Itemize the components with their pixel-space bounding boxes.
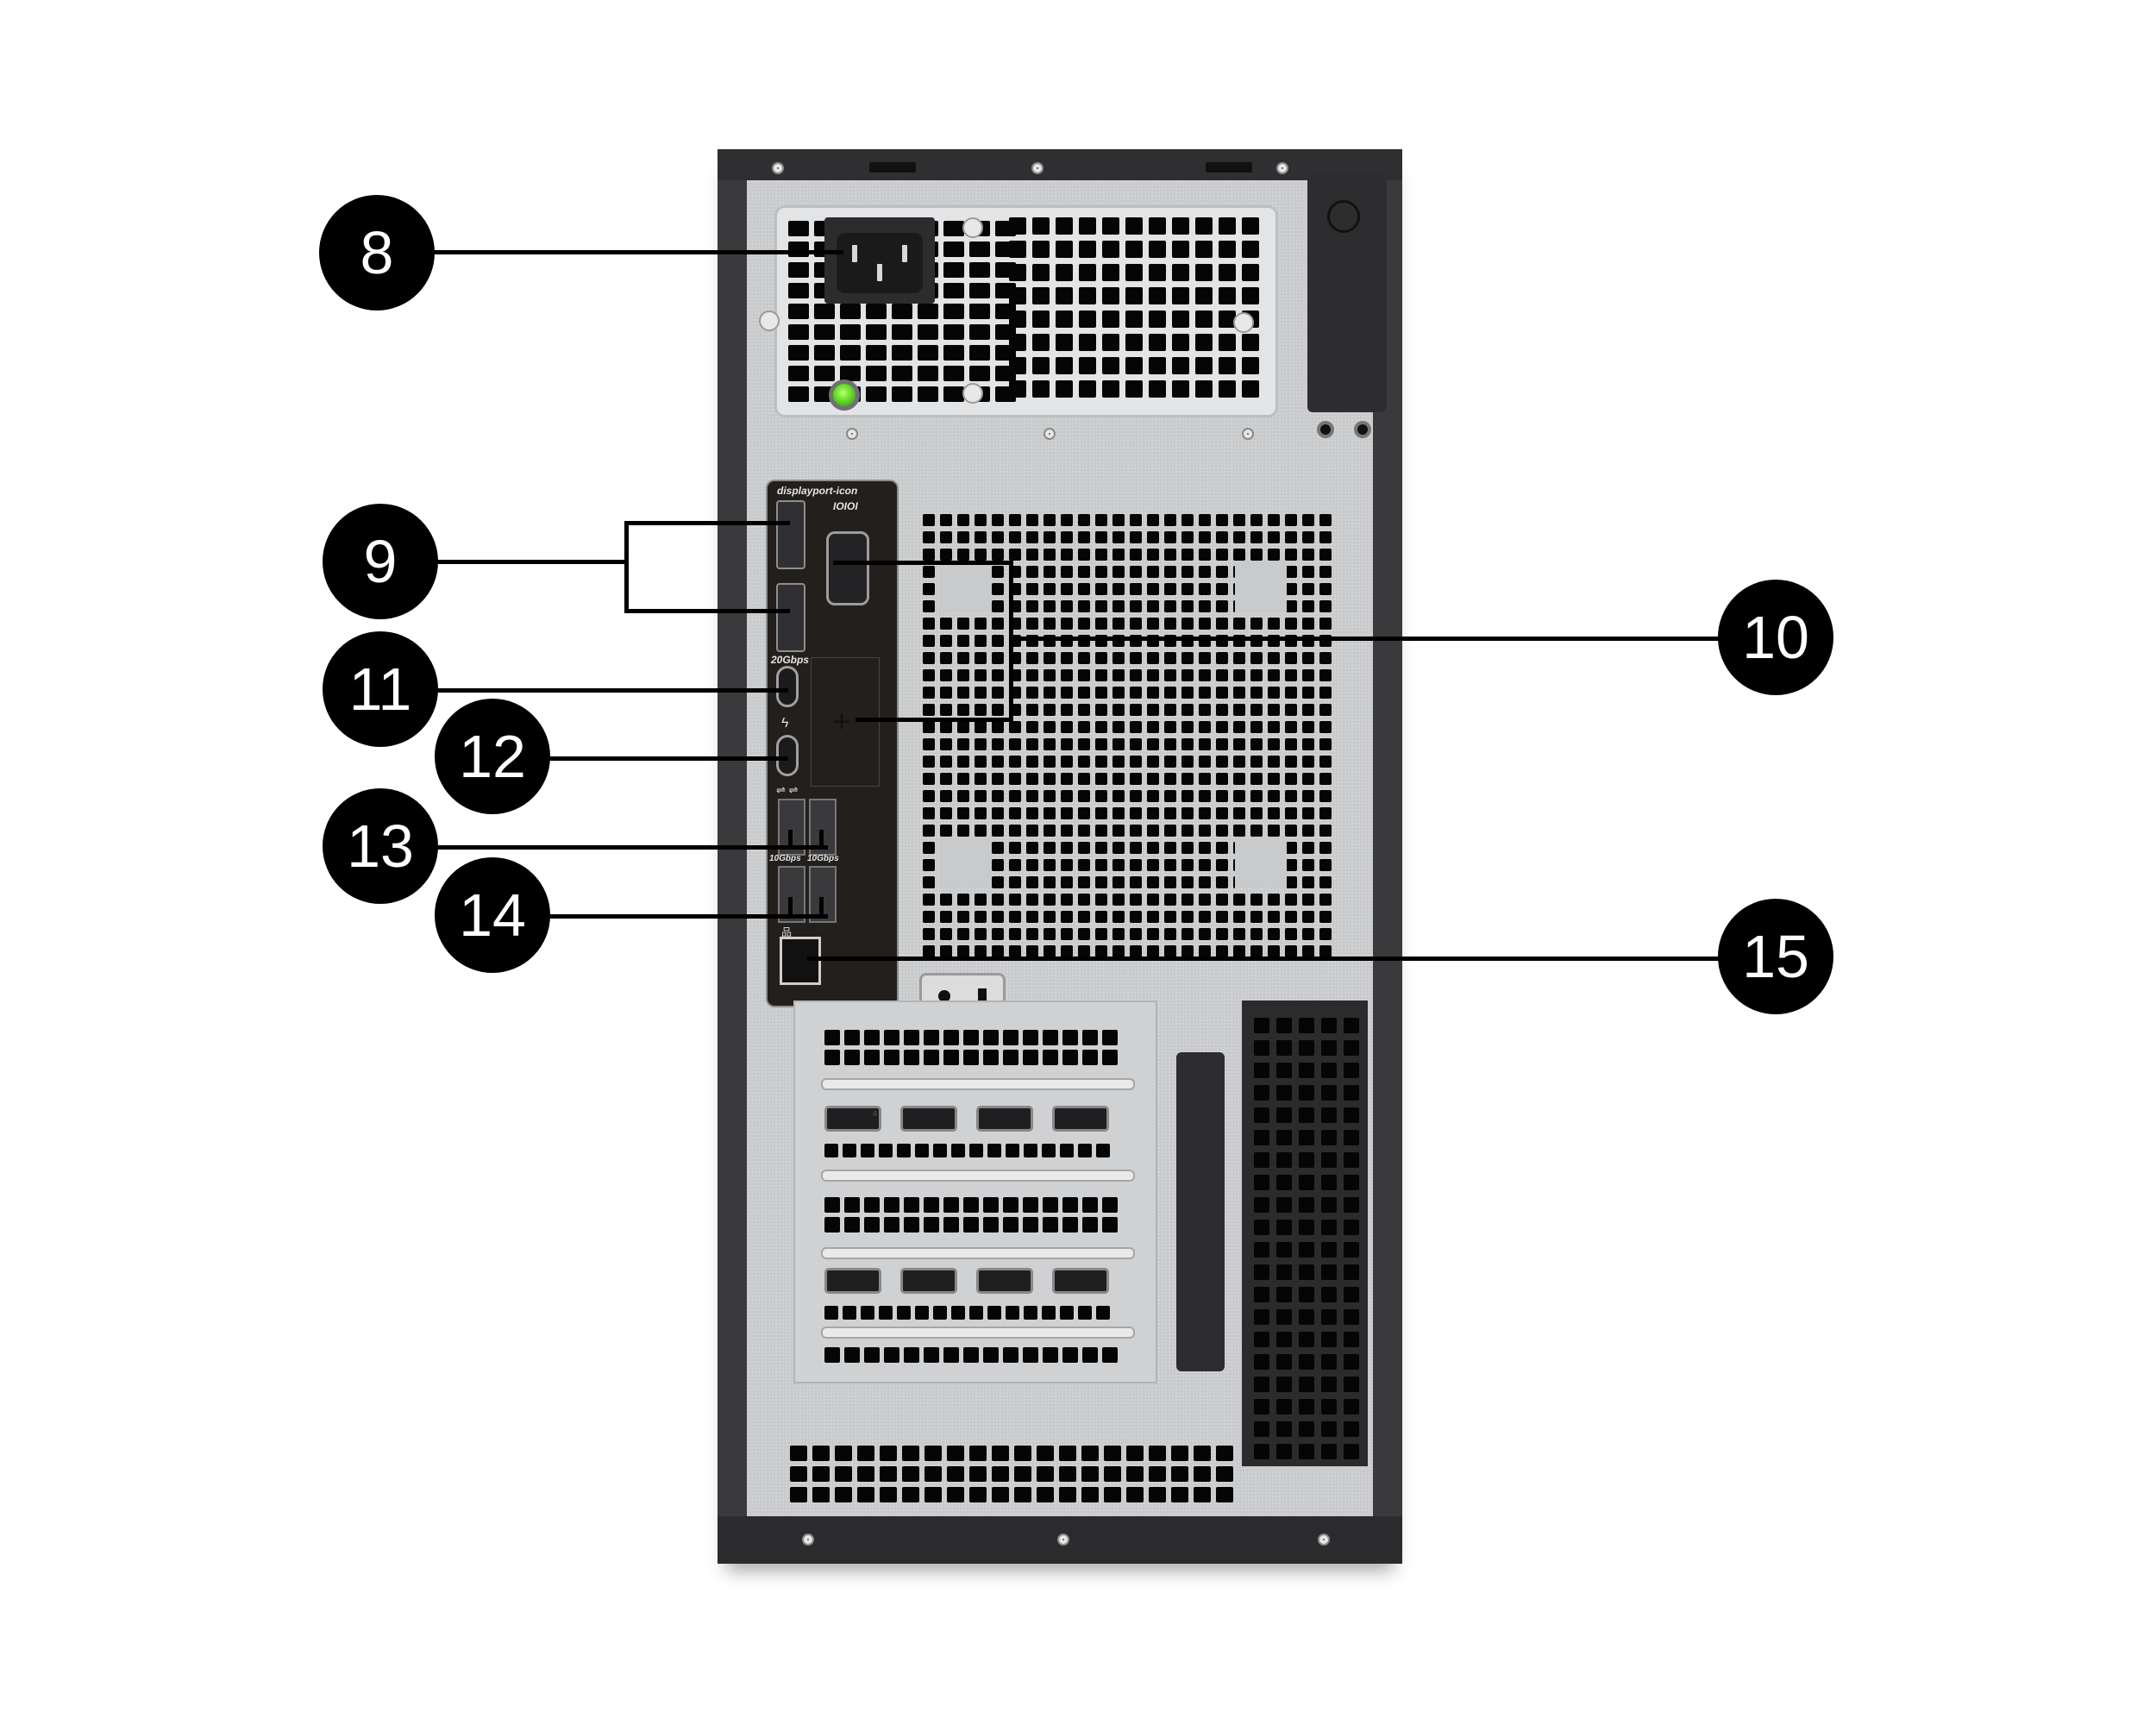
psu-screw-icon — [962, 217, 983, 238]
callout-line-9 — [431, 560, 626, 564]
screw-icon — [1318, 1534, 1330, 1546]
fan-mount-pad — [1235, 837, 1287, 888]
callout-line-10 — [1009, 637, 1730, 641]
network-icon: 品 — [781, 926, 793, 938]
gpu-displayport-2[interactable] — [976, 1106, 1033, 1132]
gpu-port-number: 4 — [873, 1109, 878, 1118]
callout-line-11 — [431, 688, 788, 693]
gpu-displayport-3[interactable] — [900, 1106, 957, 1132]
slot-divider — [821, 1247, 1135, 1259]
callout-line-8 — [431, 250, 843, 254]
slot-vent — [824, 1030, 1118, 1065]
side-panel-handle[interactable] — [1176, 1052, 1225, 1371]
screw-icon — [1242, 428, 1254, 440]
callout-line-13 — [431, 845, 828, 850]
psu-screw-icon — [759, 310, 780, 331]
power-pin — [902, 245, 907, 262]
audio-slot — [978, 988, 987, 1004]
usb-icon: ⇌ ⇌ — [776, 783, 799, 796]
gpu-displayport-4[interactable] — [824, 1106, 881, 1132]
expansion-slots: 4 — [793, 1000, 1157, 1383]
slot-divider — [821, 1170, 1135, 1182]
usbc-speed-label: 20Gbps — [771, 654, 810, 666]
gpu-displayport-row-1 — [824, 1106, 1109, 1132]
callout-tick-13 — [788, 830, 793, 847]
lock-screw-icon — [1327, 200, 1360, 233]
top-bevel — [718, 149, 1402, 180]
usba-speed-label-left: 10Gbps — [769, 854, 801, 863]
callout-line-10b — [856, 718, 1011, 722]
fan-mount-pad — [940, 561, 992, 612]
psu-screw-icon — [962, 383, 983, 404]
screw-icon — [1044, 428, 1056, 440]
callout-line-12 — [543, 756, 788, 761]
callout-badge-12: 12 — [435, 699, 550, 814]
power-pin — [852, 245, 857, 262]
callout-line-15 — [807, 957, 1730, 961]
slot-vent — [824, 1347, 1118, 1363]
callout-badge-10: 10 — [1718, 580, 1833, 695]
power-pin-ground — [877, 264, 882, 281]
optional-port-blank-plate — [811, 657, 880, 787]
gpu-displayport-4[interactable] — [824, 1268, 881, 1294]
callout-badge-9: 9 — [323, 504, 438, 619]
slot-vent — [824, 1197, 1118, 1233]
callout-tick-14 — [819, 897, 824, 916]
psu-screw-icon — [1233, 312, 1254, 333]
slot-vent — [824, 1144, 1110, 1157]
side-vent — [1242, 1000, 1368, 1466]
screw-icon — [1276, 162, 1288, 174]
usba-speed-label-right: 10Gbps — [807, 854, 839, 863]
callout-line-9a — [624, 521, 790, 525]
serial-label: IOIOI — [833, 500, 858, 512]
gpu-displayport-1[interactable] — [1052, 1106, 1109, 1132]
slot-vent — [824, 1306, 1110, 1320]
gpu-displayport-1[interactable] — [1052, 1268, 1109, 1294]
usb-a-port[interactable] — [809, 866, 837, 923]
gpu-displayport-2[interactable] — [976, 1268, 1033, 1294]
callout-bracket-9 — [624, 521, 629, 611]
screw-icon — [1031, 162, 1044, 174]
screw-icon — [1057, 1534, 1069, 1546]
callout-line-10a — [833, 561, 1011, 565]
callout-bracket-10 — [1009, 561, 1013, 722]
power-supply-led — [829, 380, 860, 411]
callout-badge-13: 13 — [323, 788, 438, 904]
bottom-vent — [790, 1446, 1247, 1506]
callout-badge-8: 8 — [319, 195, 435, 310]
power-socket — [837, 233, 923, 293]
fan-mount-pad — [1235, 561, 1287, 612]
plus-icon: + — [833, 706, 850, 738]
screw-icon — [772, 162, 784, 174]
fan-mount-pad — [940, 837, 992, 888]
screw-icon — [802, 1534, 814, 1546]
gpu-displayport-row-2 — [824, 1268, 1109, 1294]
callout-line-14 — [543, 914, 828, 919]
screw-icon — [846, 428, 858, 440]
top-slot-right — [1206, 162, 1252, 172]
callout-tick-13 — [819, 830, 824, 847]
displayport-icon: displayport-icon — [777, 485, 858, 497]
rj45-ethernet-port[interactable] — [780, 937, 821, 985]
displayport-port-2[interactable] — [776, 583, 805, 652]
callout-badge-15: 15 — [1718, 899, 1833, 1014]
usb-c-20gbps-port[interactable] — [776, 666, 799, 707]
callout-badge-11: 11 — [323, 631, 438, 747]
slot-divider — [821, 1327, 1135, 1339]
kensington-slot[interactable] — [1354, 421, 1371, 438]
psu-vent-right — [1009, 217, 1259, 398]
thunderbolt-usb-c-port[interactable] — [776, 735, 799, 776]
kensington-slot[interactable] — [1317, 421, 1334, 438]
serial-port[interactable] — [826, 531, 869, 605]
audio-jack[interactable] — [938, 990, 950, 1002]
gpu-displayport-3[interactable] — [900, 1268, 957, 1294]
top-slot-left — [869, 162, 916, 172]
callout-tick-14 — [788, 897, 793, 916]
callout-line-9b — [624, 609, 790, 613]
callout-badge-14: 14 — [435, 857, 550, 973]
slot-divider — [821, 1078, 1135, 1090]
thunderbolt-icon: ϟ — [781, 716, 789, 731]
displayport-port-1[interactable] — [776, 500, 805, 569]
